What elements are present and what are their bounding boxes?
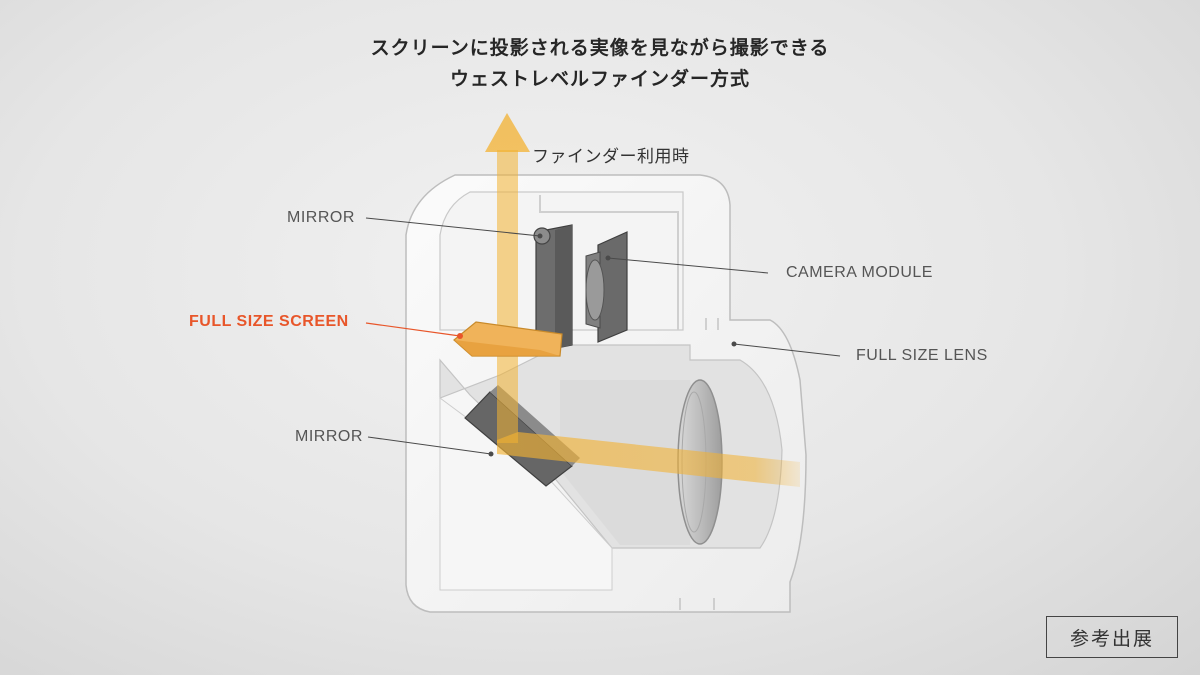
camera-module-label: CAMERA MODULE [786, 264, 933, 281]
mirror-bottom-label: MIRROR [295, 428, 363, 445]
top-mirror [533, 224, 573, 353]
headline-line-2: ウェストレベルファインダー方式 [449, 68, 750, 90]
leader-lines [365, 217, 841, 457]
full-size-screen-label: FULL SIZE SCREEN [189, 313, 349, 330]
headline-line-1: スクリーンに投影される実像を見ながら撮影できる [370, 37, 830, 59]
reference-exhibit-badge: 参考出展 [1046, 616, 1178, 658]
mirror-top-label: MIRROR [287, 209, 355, 226]
camera-body [405, 174, 807, 613]
light-path [485, 113, 800, 487]
finder-use-label: ファインダー利用時 [532, 147, 690, 167]
full-size-lens-label: FULL SIZE LENS [856, 347, 988, 364]
full-size-screen [453, 321, 563, 357]
